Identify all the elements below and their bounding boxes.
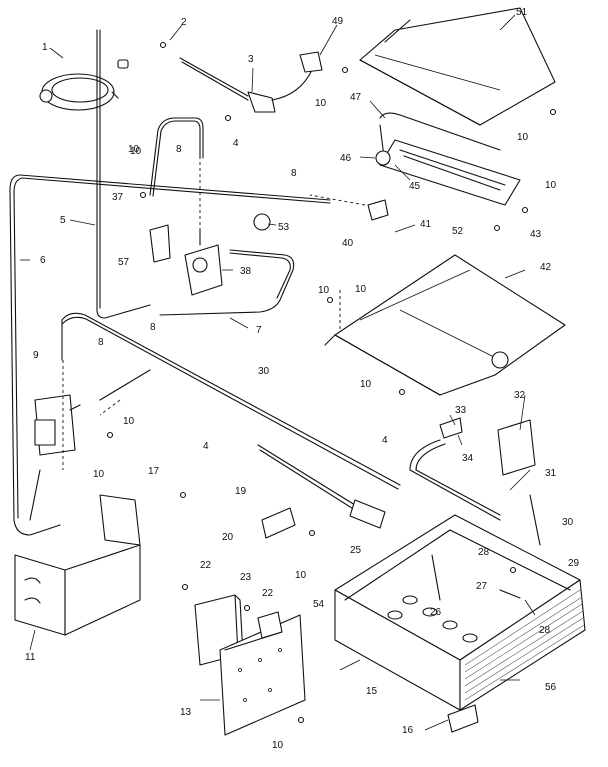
- panel-part-51: [359, 7, 556, 126]
- label-10d: 10: [272, 740, 284, 751]
- valve-part-9: [34, 394, 81, 456]
- panel-part-42: [324, 254, 566, 396]
- label-10c: 10: [123, 416, 135, 427]
- label-8: 8: [176, 144, 182, 155]
- label-19: 19: [235, 486, 247, 497]
- part-27: [499, 589, 521, 599]
- label-10e: 10: [355, 284, 367, 295]
- label-25: 25: [350, 545, 362, 556]
- label-31: 31: [545, 468, 557, 479]
- wire-coil-part: [39, 59, 129, 111]
- label-52: 52: [452, 226, 464, 237]
- label-40: 40: [342, 238, 354, 249]
- label-3: 3: [248, 54, 254, 65]
- label-15: 15: [366, 686, 378, 697]
- label-34: 34: [462, 453, 474, 464]
- bracket-part-11: [14, 494, 141, 636]
- label-32: 32: [514, 390, 526, 401]
- label-30b: 30: [562, 517, 574, 528]
- label-45: 45: [409, 181, 421, 192]
- label-29: 29: [568, 558, 580, 569]
- label-7: 7: [256, 325, 262, 336]
- igniter-part-3: [179, 57, 313, 113]
- label-38: 38: [240, 266, 252, 277]
- label-8b: 8: [291, 168, 297, 179]
- igniter-part-25: [257, 444, 386, 539]
- label-5: 5: [60, 215, 66, 226]
- label-10h: 10: [517, 132, 529, 143]
- label-8d: 10: [93, 469, 105, 480]
- burner-box-part-15: [334, 514, 586, 733]
- label-43: 43: [530, 229, 542, 240]
- label-57: 57: [118, 257, 130, 268]
- label-30: 30: [258, 366, 270, 377]
- label-37: 37: [112, 192, 124, 203]
- label-54: 54: [313, 599, 325, 610]
- bracket-part-32: [497, 419, 536, 476]
- valve-part-38: [149, 224, 223, 296]
- label-10g: 10: [545, 180, 557, 191]
- label-13: 13: [180, 707, 192, 718]
- label-4c: 4: [233, 138, 239, 149]
- label-10i: 10: [130, 146, 142, 157]
- label-26: 26: [430, 607, 442, 618]
- label-9: 9: [33, 350, 39, 361]
- label-42: 42: [540, 262, 552, 273]
- label-16: 16: [402, 725, 414, 736]
- label-6: 6: [40, 255, 46, 266]
- label-20: 20: [222, 532, 234, 543]
- label-1: 1: [42, 42, 48, 53]
- label-10f: 10: [360, 379, 372, 390]
- label-27: 27: [476, 581, 488, 592]
- label-22b: 22: [262, 588, 274, 599]
- label-2: 2: [181, 17, 187, 28]
- label-22: 22: [200, 560, 212, 571]
- label-10j: 10: [295, 570, 307, 581]
- label-46: 46: [340, 153, 352, 164]
- label-47: 47: [350, 92, 362, 103]
- label-33: 33: [455, 405, 467, 416]
- label-10b: 10: [128, 144, 140, 155]
- burner-part-52: [367, 112, 521, 221]
- label-11: 11: [25, 652, 36, 663]
- hatched-panel-part-56: [464, 589, 585, 701]
- label-4b: 4: [382, 435, 388, 446]
- knob-part-53: [253, 213, 271, 231]
- label-23: 23: [240, 572, 252, 583]
- label-8c: 8: [98, 337, 104, 348]
- label-28b: 28: [539, 625, 551, 636]
- label-10: 10: [315, 98, 327, 109]
- bracket-part-49: [299, 51, 323, 73]
- label-17: 17: [148, 466, 160, 477]
- label-28: 28: [478, 547, 490, 558]
- label-8e: 8: [150, 322, 156, 333]
- bracket-part-26: [431, 554, 441, 601]
- tube-part-31: [409, 417, 541, 546]
- label-56: 56: [545, 682, 557, 693]
- label-4: 4: [203, 441, 209, 452]
- label-10k: 10: [318, 285, 330, 296]
- label-53: 53: [278, 222, 290, 233]
- label-51: 51: [516, 7, 528, 18]
- part-labels: 1 2 3 49 51 10 8 5 37 57 6 8 53 38 10 7 …: [25, 7, 580, 751]
- label-49: 49: [332, 16, 344, 27]
- label-41: 41: [420, 219, 432, 230]
